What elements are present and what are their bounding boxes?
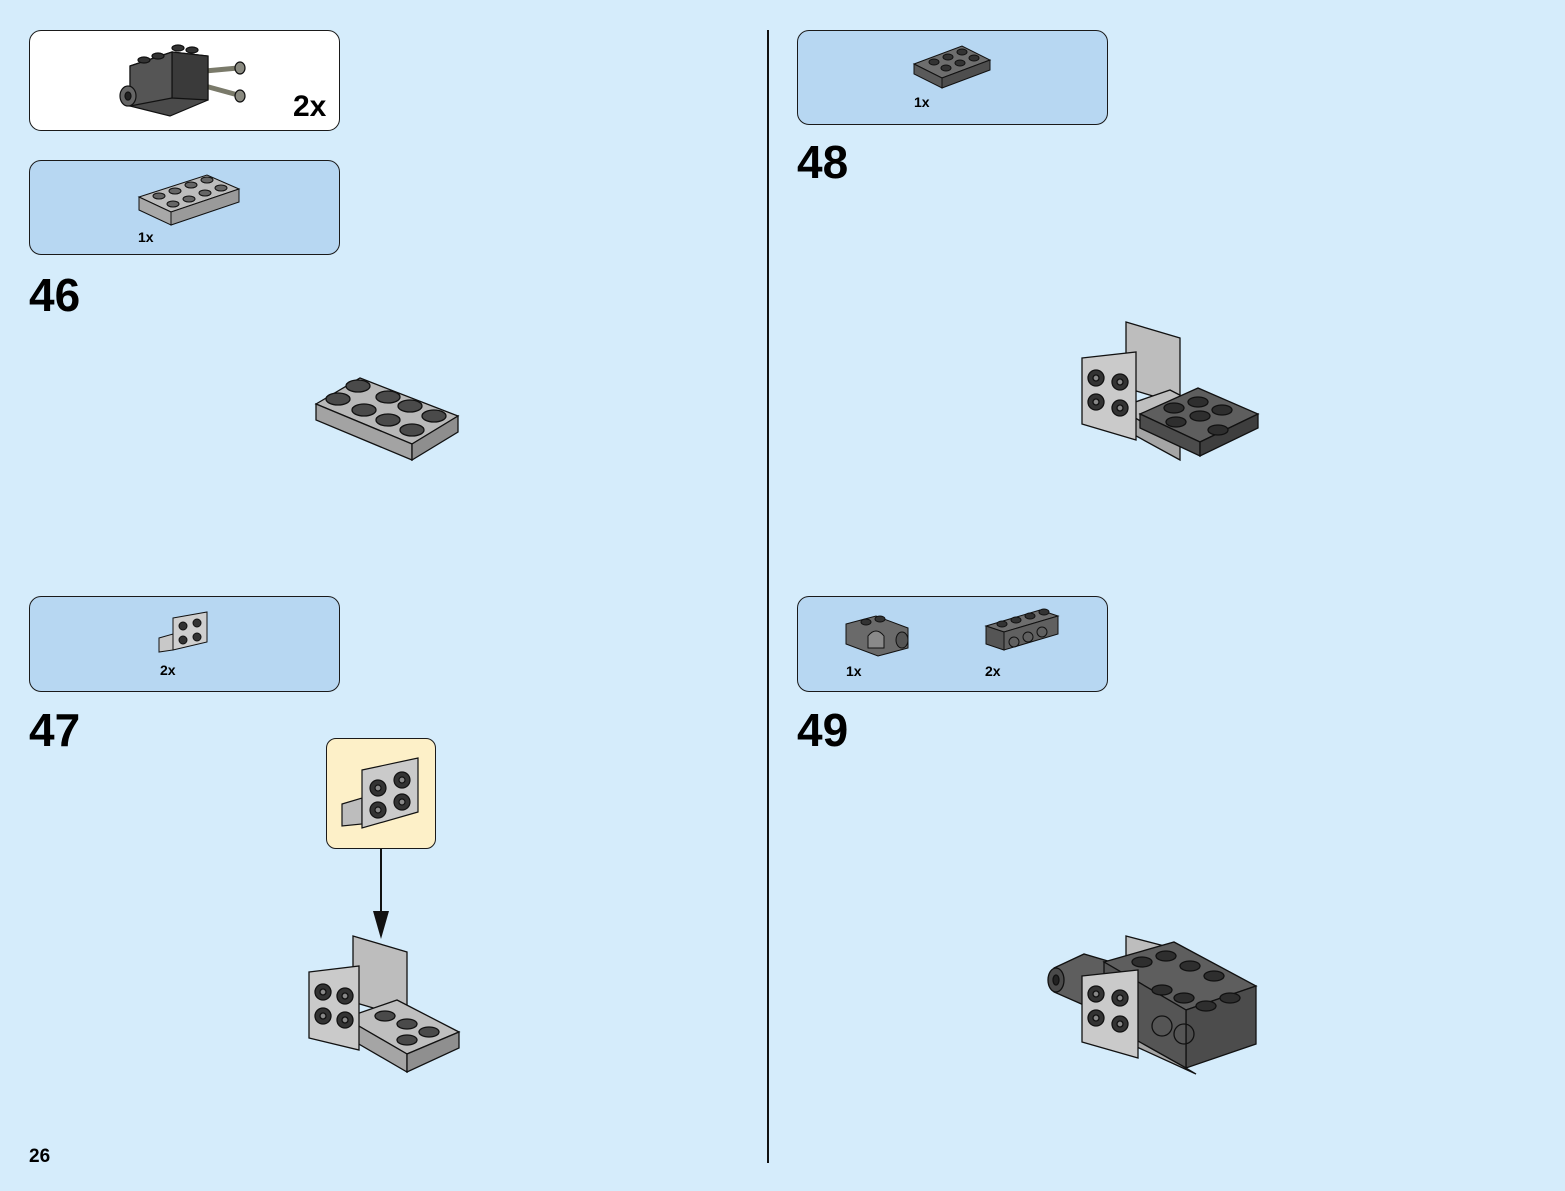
step-48-assembly-image [1081, 321, 1260, 462]
step-number: 48 [797, 136, 849, 188]
bracket-orientation-image [341, 757, 419, 829]
part-quantity: 2x [160, 662, 176, 678]
step-49-assembly-image [1047, 935, 1258, 1075]
step-47-assembly-image [308, 935, 461, 1074]
part-quantity: 1x [138, 229, 154, 245]
subassembly-model-image [119, 44, 246, 117]
page-number: 26 [29, 1146, 51, 1167]
part-quantity: 2x [985, 663, 1001, 679]
plate-2x3-part-image [912, 45, 992, 89]
step-number: 47 [29, 704, 81, 756]
part-quantity: 1x [914, 94, 930, 110]
step-number: 46 [29, 269, 81, 321]
subassembly-quantity: 2x [293, 90, 327, 123]
technic-brick-1x4-part-image [984, 608, 1060, 651]
step-46-assembly-image [314, 377, 460, 462]
down-arrow-icon [373, 849, 389, 939]
part-quantity: 1x [846, 663, 862, 679]
bracket-part-image [158, 611, 208, 653]
page-divider [767, 30, 769, 1163]
parts-callout-step-46 [29, 160, 340, 255]
plate-2x4-part-image [137, 174, 241, 226]
technic-pin-connector-part-image [845, 615, 909, 657]
step-number: 49 [797, 704, 849, 756]
